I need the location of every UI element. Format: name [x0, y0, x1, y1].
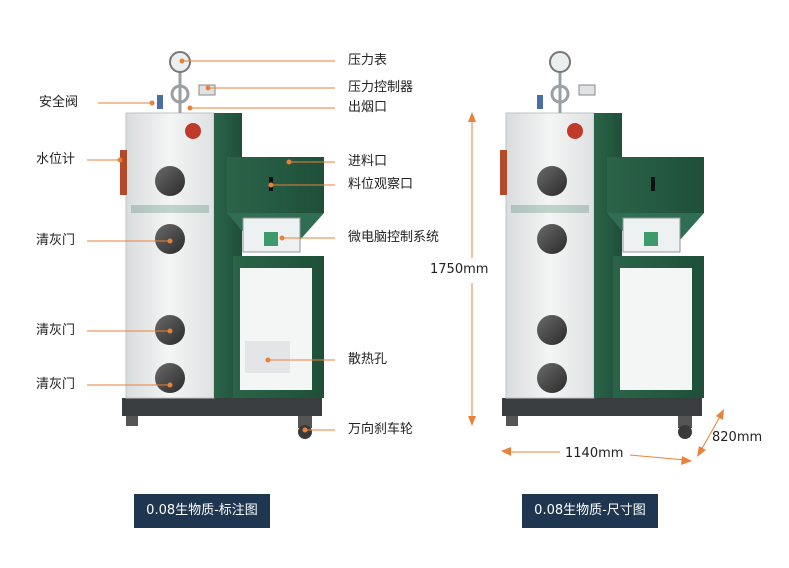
leader-dot — [179, 58, 185, 64]
label-ash-door-1: 清灰门 — [36, 233, 76, 248]
brand-logo — [567, 123, 583, 139]
depth-dimension-label: 820mm — [712, 430, 763, 445]
boiler-annotated — [120, 51, 324, 439]
leader-dot — [268, 182, 274, 188]
safety-valve — [157, 95, 163, 109]
label-caster-wheels: 万向刹车轮 — [348, 422, 414, 437]
leader-dot — [167, 328, 173, 334]
vent-holes — [245, 341, 290, 373]
label-flue-outlet: 出烟口 — [348, 100, 388, 115]
label-ash-door-3: 清灰门 — [36, 377, 76, 392]
boiler-dimensioned — [500, 51, 704, 439]
label-safety-valve: 安全阀 — [39, 95, 79, 110]
dimension-lines — [468, 112, 724, 465]
wheel — [298, 416, 312, 428]
label-pressure-gauge: 压力表 — [348, 53, 388, 68]
safety-valve — [537, 95, 543, 109]
leader-dot — [265, 357, 271, 363]
label-water-level-gauge: 水位计 — [36, 152, 76, 167]
label-pressure-controller: 压力控制器 — [348, 80, 414, 95]
label-feed-inlet: 进料口 — [348, 154, 388, 169]
leader-dot — [286, 159, 292, 165]
leader-dot — [302, 427, 308, 433]
inspection-door — [537, 166, 567, 196]
caption-dimension-view: 0.08生物质-尺寸图 — [522, 494, 658, 528]
leader-dot — [205, 85, 211, 91]
label-material-level-window: 料位观察口 — [348, 177, 414, 192]
pressure-gauge — [549, 51, 571, 73]
ash-cleaning-door — [537, 315, 567, 345]
boiler-base — [122, 398, 322, 416]
leader-dot — [187, 105, 193, 111]
water-level-gauge — [500, 150, 507, 195]
ash-cleaning-door — [537, 224, 567, 254]
water-level-gauge — [120, 150, 127, 195]
boiler-base — [502, 398, 702, 416]
leader-lines — [87, 58, 335, 433]
inspection-door — [155, 166, 185, 196]
material-level-window — [651, 177, 655, 191]
leader-dot — [149, 100, 155, 106]
wheel — [506, 416, 518, 426]
boiler-tank — [505, 112, 595, 399]
wheel — [678, 416, 692, 428]
boiler-tank — [125, 112, 215, 399]
label-ash-door-2: 清灰门 — [36, 323, 76, 338]
brand-logo — [185, 123, 201, 139]
depth-dimension-line — [699, 412, 723, 453]
leader-dot — [167, 238, 173, 244]
label-vent-holes: 散热孔 — [348, 352, 388, 367]
width-dimension-label: 1140mm — [565, 446, 624, 461]
width-dimension-line — [629, 454, 687, 461]
leader-dot — [167, 382, 173, 388]
brand-band — [511, 205, 589, 213]
caption-annotated-view: 0.08生物质-标注图 — [134, 494, 270, 528]
pressure-controller — [578, 84, 596, 96]
brand-band — [131, 205, 209, 213]
cabinet-panel — [620, 268, 692, 390]
height-dimension-label: 1750mm — [430, 262, 489, 277]
leader-dot — [279, 235, 285, 241]
leader-dot — [117, 157, 123, 163]
wheel — [126, 416, 138, 426]
feed-hopper — [607, 157, 704, 213]
label-microcomputer-control: 微电脑控制系统 — [348, 230, 440, 245]
wheel — [678, 425, 692, 439]
ash-cleaning-door — [537, 363, 567, 393]
ash-cleaning-door — [155, 363, 185, 393]
